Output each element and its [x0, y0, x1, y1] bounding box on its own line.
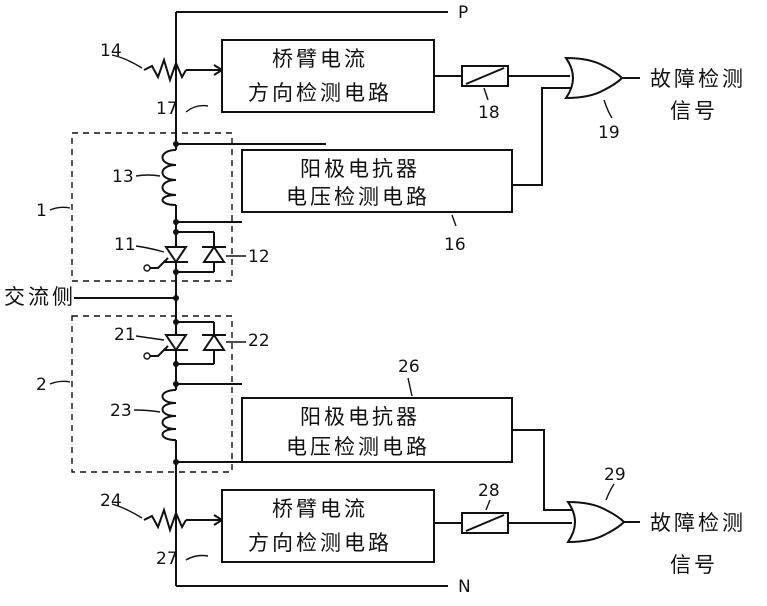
upper-current-line1: 桥臂电流 — [272, 47, 368, 71]
lower-current-line1: 桥臂电流 — [272, 497, 368, 521]
upper-voltage-box: 阳极电抗器 电压检测电路 16 — [241, 149, 513, 255]
n-rail-label: N — [458, 577, 471, 597]
thyristor-pair-lower: 21 22 — [114, 319, 270, 367]
thyristor-pair-upper: 11 12 — [114, 229, 270, 275]
label-12: 12 — [248, 247, 270, 267]
label-27: 27 — [156, 549, 178, 569]
upper-current-line2: 方向检测电路 — [248, 81, 392, 105]
lower-output-line1: 故障检测 — [650, 511, 746, 535]
label-22: 22 — [248, 331, 270, 351]
ac-side: 交流侧 — [4, 285, 179, 309]
reactor-23: 23 — [110, 389, 177, 441]
reactor-13: 13 — [112, 141, 179, 206]
label-17: 17 — [156, 99, 178, 119]
delay-element-18: 18 — [461, 65, 509, 123]
or-gate-29: 29 — [566, 465, 640, 544]
p-rail: P — [176, 3, 468, 23]
or-gate-19: 19 — [564, 56, 640, 143]
module-2: 2 — [36, 315, 233, 473]
label-19: 19 — [598, 123, 620, 143]
upper-voltage-line1: 阳极电抗器 — [300, 157, 420, 181]
label-18: 18 — [478, 103, 500, 123]
module-1-label: 1 — [36, 201, 47, 221]
lower-voltage-line1: 阳极电抗器 — [300, 405, 420, 429]
current-sensor-14: 14 17 — [100, 41, 224, 119]
upper-voltage-line2: 电压检测电路 — [286, 185, 430, 209]
n-rail: N — [176, 577, 471, 597]
label-23: 23 — [110, 401, 132, 421]
upper-current-direction-box: 桥臂电流 方向检测电路 — [221, 39, 435, 113]
lower-current-direction-box: 桥臂电流 方向检测电路 — [221, 489, 435, 563]
label-13: 13 — [112, 167, 134, 187]
upper-output-line2: 信号 — [670, 99, 718, 123]
lower-voltage-box: 阳极电抗器 电压检测电路 26 — [241, 357, 513, 463]
module-2-label: 2 — [36, 375, 47, 395]
label-28: 28 — [478, 481, 500, 501]
lower-output-line2: 信号 — [670, 553, 718, 577]
p-rail-label: P — [458, 3, 468, 23]
lower-voltage-line2: 电压检测电路 — [286, 435, 430, 459]
module-1: 1 — [36, 132, 233, 282]
label-24: 24 — [100, 491, 122, 511]
ac-side-label: 交流侧 — [4, 285, 76, 309]
delay-element-28: 28 — [461, 481, 509, 534]
upper-output-line1: 故障检测 — [650, 67, 746, 91]
current-sensor-24: 24 27 — [100, 491, 224, 569]
label-29: 29 — [604, 465, 626, 485]
label-21: 21 — [114, 325, 136, 345]
lower-current-line2: 方向检测电路 — [248, 531, 392, 555]
label-14: 14 — [100, 41, 122, 61]
label-11: 11 — [114, 235, 136, 255]
label-26: 26 — [398, 357, 420, 377]
label-16: 16 — [444, 235, 466, 255]
